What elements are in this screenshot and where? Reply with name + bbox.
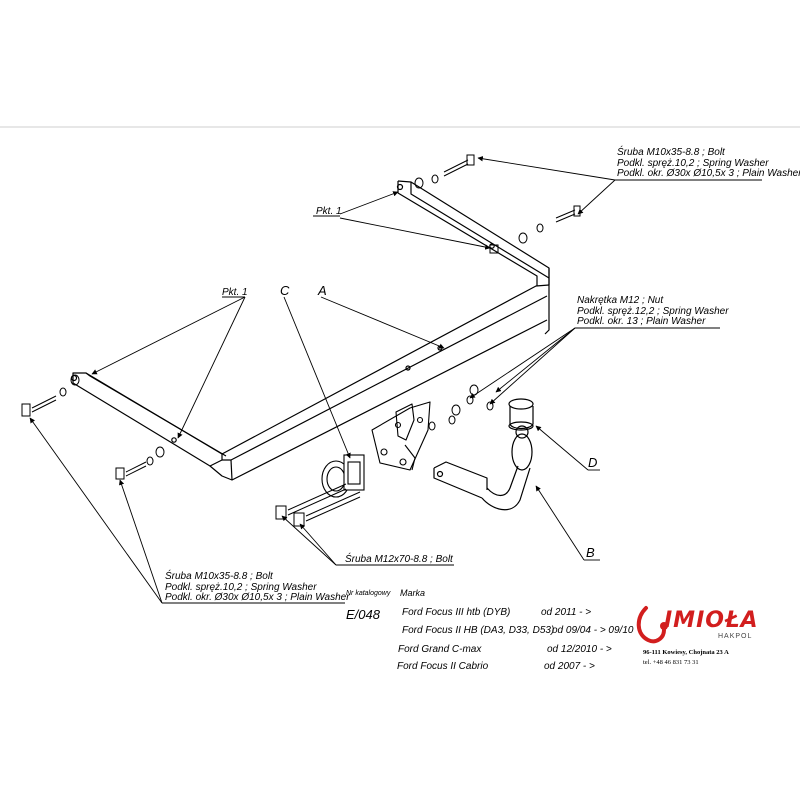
catalog-header-number: Nr katalogowy — [346, 590, 391, 597]
company-address: 96-111 Kowiesy, Chojnata 23 A — [643, 649, 729, 656]
ball-cover — [508, 398, 534, 431]
model-row-1-date: od 2011 - > — [541, 607, 592, 618]
bolt-bottom-line2: Podkl. spręż.10,2 ; Spring Washer — [165, 581, 317, 593]
nut-line3: Podkl. okr. 13 ; Plain Washer — [577, 316, 706, 327]
catalog-header-brand: Marka — [400, 588, 426, 598]
nut-line1: Nakrętka M12 ; Nut — [577, 295, 664, 306]
catalog-number: E/048 — [346, 607, 380, 622]
label-part-c: C — [280, 283, 290, 298]
bolt-top-spec: Śruba M10x35-8.8 ; Bolt Podkl. spręż.10,… — [617, 147, 800, 180]
hardware-m12-bolts — [275, 483, 361, 527]
bolt-bottom-line1: Śruba M10x35-8.8 ; Bolt — [165, 571, 273, 582]
bolt-top-line1: Śruba M10x35-8.8 ; Bolt — [617, 147, 725, 158]
logo-hook-icon — [636, 606, 668, 644]
bolt-bottom-line3: Podkl. okr. Ø30x Ø10,5x 3 ; Plain Washer — [165, 592, 350, 603]
hardware-nuts — [428, 384, 494, 431]
label-part-b: B — [586, 545, 595, 560]
bolt-m12-spec: Śruba M12x70-8.8 ; Bolt — [345, 554, 453, 565]
bolt-bottom-spec: Śruba M10x35-8.8 ; Bolt Podkl. spręż.10,… — [165, 571, 350, 604]
label-part-d: D — [588, 455, 598, 470]
bolt-top-line2: Podkl. spręż.10,2 ; Spring Washer — [617, 157, 769, 169]
company-logo-text: IMIOŁA — [664, 608, 759, 633]
model-row-2-date: od 09/04 - > 09/10 — [552, 625, 634, 636]
ball-arm — [433, 425, 533, 511]
nut-spec: Nakrętka M12 ; Nut Podkl. spręż.12,2 ; S… — [577, 295, 729, 328]
company-phone: tel. +48 46 831 73 31 — [643, 659, 699, 666]
nut-line2: Podkl. spręż.12,2 ; Spring Washer — [577, 305, 729, 317]
label-part-a: A — [318, 283, 327, 298]
model-row-1: Ford Focus III htb (DYB) — [402, 607, 511, 618]
mounting-plate — [371, 401, 431, 471]
main-crossbar — [70, 180, 550, 481]
model-row-2: Ford Focus II HB (DA3, D33, D53) — [402, 625, 555, 636]
hardware-left — [21, 374, 165, 480]
bolt-top-line3: Podkl. okr. Ø30x Ø10,5x 3 ; Plain Washer — [617, 168, 800, 179]
leader-lines — [29, 156, 762, 604]
model-row-4: Ford Focus II Cabrio — [397, 661, 489, 672]
company-sub: HAKPOL — [718, 633, 753, 640]
socket-plate — [321, 454, 365, 498]
model-row-3-date: od 12/2010 - > — [547, 644, 612, 655]
hardware-top — [414, 154, 581, 254]
label-pkt1-left: Pkt. 1 — [222, 287, 248, 298]
model-row-4-date: od 2007 - > — [544, 661, 595, 672]
model-row-3: Ford Grand C-max — [398, 644, 482, 655]
label-pkt1-top: Pkt. 1 — [316, 206, 342, 217]
